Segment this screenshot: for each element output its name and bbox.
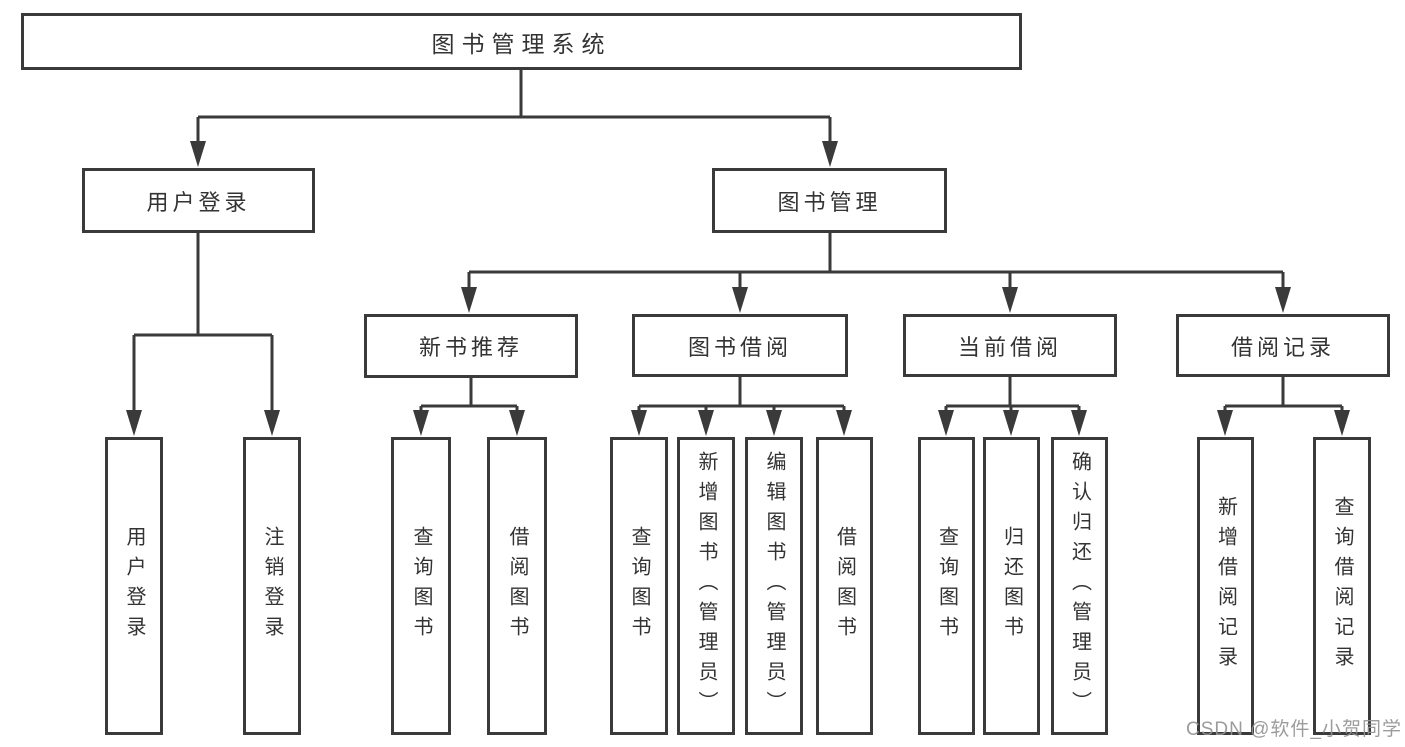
- leaf-borrow-books-borrowing: 借阅图书: [816, 437, 873, 735]
- leaf-logout-login-label: 注销登录: [261, 526, 283, 646]
- leaf-return-books: 归还图书: [983, 437, 1040, 735]
- leaf-user-login-label: 用户登录: [123, 526, 145, 646]
- node-book-borrowing-label: 图书借阅: [687, 334, 792, 360]
- leaf-query-books-borrowing-label: 查询图书: [628, 526, 650, 646]
- node-current-borrowing-label: 当前借阅: [957, 334, 1062, 360]
- leaf-edit-books-admin: 编辑图书（管理员）: [745, 437, 803, 735]
- leaf-query-books-current: 查询图书: [918, 437, 975, 735]
- node-user-login: 用户登录: [82, 168, 315, 233]
- node-book-management-label: 图书管理: [777, 189, 882, 215]
- leaf-add-borrow-record-label: 新增借阅记录: [1214, 496, 1237, 676]
- leaf-borrow-books-recommend-label: 借阅图书: [506, 526, 528, 646]
- node-borrowing-records: 借阅记录: [1176, 314, 1390, 377]
- leaf-user-login: 用户登录: [105, 437, 163, 735]
- leaf-query-borrow-record: 查询借阅记录: [1313, 437, 1371, 735]
- leaf-query-books-borrowing: 查询图书: [610, 437, 668, 735]
- leaf-add-books-admin-label: 新增图书（管理员）: [695, 451, 717, 721]
- leaf-add-borrow-record: 新增借阅记录: [1197, 437, 1254, 735]
- node-current-borrowing: 当前借阅: [903, 314, 1117, 377]
- leaf-borrow-books-borrowing-label: 借阅图书: [833, 526, 856, 646]
- leaf-edit-books-admin-label: 编辑图书（管理员）: [763, 451, 785, 721]
- csdn-watermark: CSDN @软件_小贺同学: [1186, 719, 1402, 740]
- leaf-query-books-recommend-label: 查询图书: [410, 526, 432, 646]
- node-book-management: 图书管理: [712, 168, 947, 233]
- node-user-login-label: 用户登录: [146, 189, 251, 215]
- leaf-confirm-return-admin-label: 确认归还（管理员）: [1068, 451, 1091, 721]
- node-book-borrowing: 图书借阅: [632, 314, 848, 377]
- node-new-book-recommendation-label: 新书推荐: [418, 335, 523, 360]
- leaf-borrow-books-recommend: 借阅图书: [487, 437, 547, 735]
- leaf-add-books-admin: 新增图书（管理员）: [677, 437, 735, 735]
- leaf-return-books-label: 归还图书: [1000, 526, 1023, 646]
- leaf-query-borrow-record-label: 查询借阅记录: [1331, 496, 1353, 676]
- leaf-query-books-current-label: 查询图书: [935, 526, 958, 646]
- leaf-query-books-recommend: 查询图书: [391, 437, 451, 735]
- node-borrowing-records-label: 借阅记录: [1230, 334, 1335, 360]
- leaf-logout-login: 注销登录: [243, 437, 301, 735]
- leaf-confirm-return-admin: 确认归还（管理员）: [1051, 437, 1108, 735]
- node-library-management-system-label: 图书管理系统: [431, 30, 612, 57]
- node-library-management-system: 图书管理系统: [21, 13, 1022, 70]
- node-new-book-recommendation: 新书推荐: [364, 314, 578, 378]
